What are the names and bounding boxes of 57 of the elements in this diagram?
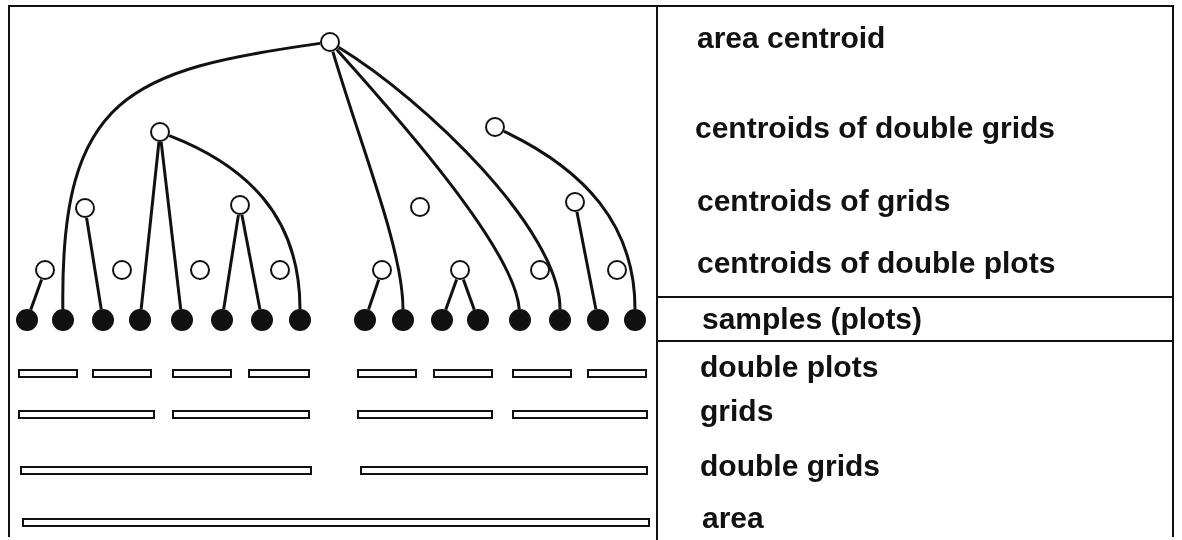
solid-dot [289,309,311,331]
solid-dot [354,309,376,331]
level-label: centroids of double grids [695,110,1055,146]
connector-line [444,278,459,311]
solid-dot [211,309,233,331]
connector-line [222,214,240,310]
connector-line [335,48,521,310]
hollow-circle [320,32,340,52]
connector-line [159,141,183,310]
connector-line [61,41,321,310]
level-label: samples (plots) [702,301,923,337]
level-label: centroids of grids [697,183,951,219]
connector-line [139,141,161,310]
hollow-circle [270,260,290,280]
connector-line [331,51,405,310]
hollow-circle [530,260,550,280]
level-label: double plots [700,349,879,385]
level-label: area [702,500,764,536]
hollow-circle [565,192,585,212]
hollow-circle [230,195,250,215]
connector-line [503,129,637,310]
connector-line [367,279,381,311]
connector-line [85,217,103,310]
connector-line [337,45,562,310]
level-label: area centroid [697,20,886,56]
connector-line [29,278,44,311]
connector-line [240,214,262,310]
hollow-circle [190,260,210,280]
highlight-frame [656,296,1174,342]
solid-dot [587,309,609,331]
hollow-circle [150,122,170,142]
solid-dot [392,309,414,331]
solid-dot [251,309,273,331]
solid-dot [171,309,193,331]
connector-line [168,134,302,310]
hollow-circle [485,117,505,137]
connector-line [575,211,598,310]
solid-dot [129,309,151,331]
hollow-circle [35,260,55,280]
solid-dot [431,309,453,331]
hollow-circle [75,198,95,218]
hollow-circle [607,260,627,280]
solid-dot [16,309,38,331]
solid-dot [509,309,531,331]
hollow-circle [410,197,430,217]
solid-dot [52,309,74,331]
solid-dot [92,309,114,331]
connector-line [461,278,476,311]
solid-dot [549,309,571,331]
level-label: centroids of double plots [697,245,1056,281]
solid-dot [624,309,646,331]
level-label: double grids [700,448,880,484]
hollow-circle [450,260,470,280]
solid-dot [467,309,489,331]
level-label: grids [700,393,774,429]
hollow-circle [372,260,392,280]
hollow-circle [112,260,132,280]
